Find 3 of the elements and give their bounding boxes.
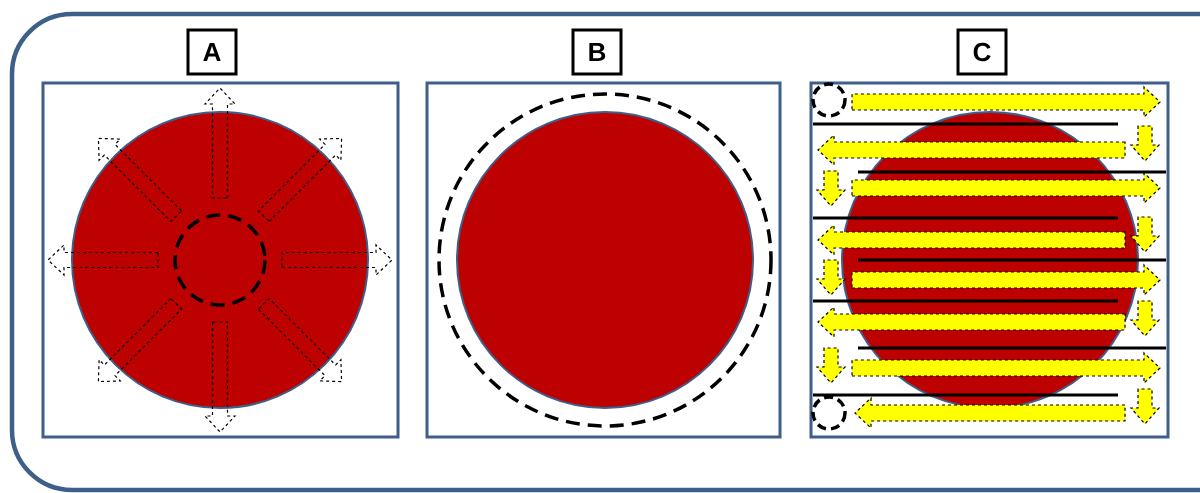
panel-label-box: A [186, 28, 238, 76]
panel-label-box: C [956, 28, 1008, 76]
panel-label-box: B [571, 28, 623, 76]
